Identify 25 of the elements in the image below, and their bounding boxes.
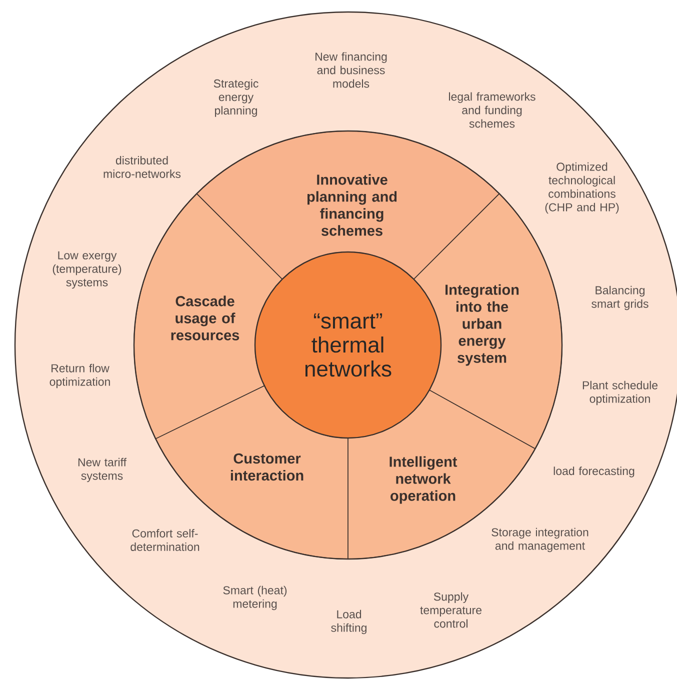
sector-label: Customer interaction	[230, 453, 304, 481]
outer-label: New financing and business models	[316, 52, 387, 88]
outer-label: distributed micro-networks	[104, 156, 181, 178]
outer-label: Optimized technological combinations (CHP and HP)	[545, 162, 619, 214]
outer-label: Strategic energy planning	[214, 79, 258, 117]
sector-label: Cascade usage of resources	[171, 296, 240, 340]
outer-label: Smart (heat) metering	[223, 586, 287, 610]
outer-label: Supply temperature control	[420, 592, 482, 628]
outer-label: load forecasting	[554, 466, 634, 478]
sector	[196, 130, 500, 280]
outer-label: Low exergy (temperature) systems	[52, 251, 122, 289]
outer-label: Comfort self-determination	[130, 529, 200, 551]
sector-label: Integration into the urban energy system	[446, 284, 519, 366]
sector-label: Innovative planning and financing schemes	[307, 174, 397, 236]
outer-label: legal frameworks and funding schemes	[449, 92, 536, 128]
sector	[134, 193, 283, 440]
center-circle	[254, 251, 442, 439]
outer-label: Balancing smart grids	[592, 286, 648, 310]
outer-label: Plant schedule optimization	[582, 380, 658, 406]
center-label: “smart” thermal networks	[305, 313, 392, 377]
outer-label: Load shifting	[331, 610, 366, 634]
outer-label: Return flow optimization	[50, 364, 110, 388]
outer-label: New tariff systems	[78, 458, 127, 482]
sector-label: Intelligent network operation	[390, 456, 458, 504]
outer-label: Storage integration and management	[492, 528, 588, 552]
